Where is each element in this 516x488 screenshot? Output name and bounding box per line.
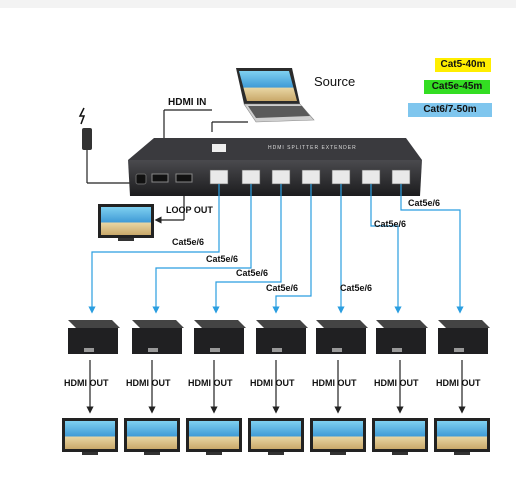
monitor-5-icon bbox=[310, 418, 366, 455]
loop-out-label: LOOP OUT bbox=[166, 205, 213, 215]
monitor-7-icon bbox=[434, 418, 490, 455]
cable-label-5: Cat5e/6 bbox=[340, 283, 373, 293]
monitor-1-icon bbox=[62, 418, 118, 455]
loop-out-monitor-icon bbox=[98, 204, 154, 241]
hdmi-out-label-6: HDMI OUT bbox=[374, 378, 419, 388]
receiver-units bbox=[68, 320, 490, 354]
hdmi-out-label-1: HDMI OUT bbox=[64, 378, 109, 388]
receiver-1 bbox=[68, 320, 120, 354]
power-adapter-icon bbox=[78, 107, 132, 184]
top-strip bbox=[0, 0, 516, 8]
cable-label-3: Cat5e/6 bbox=[236, 268, 269, 278]
hdmi-out-label-4: HDMI OUT bbox=[250, 378, 295, 388]
source-label: Source bbox=[314, 74, 356, 89]
receiver-3 bbox=[194, 320, 246, 354]
hdmi-in-label: HDMI IN bbox=[168, 97, 207, 108]
hdmi-out-label-2: HDMI OUT bbox=[126, 378, 171, 388]
brand-logo-icon bbox=[212, 144, 226, 152]
legend-cat5: Cat5-40m bbox=[435, 58, 491, 72]
hdmi-out-label-3: HDMI OUT bbox=[188, 378, 233, 388]
monitor-2-icon bbox=[124, 418, 180, 455]
cable-label-2: Cat5e/6 bbox=[206, 254, 239, 264]
cable-label-4: Cat5e/6 bbox=[266, 283, 299, 293]
receiver-2 bbox=[132, 320, 184, 354]
splitter-device bbox=[128, 138, 422, 196]
hdmi-out-label-7: HDMI OUT bbox=[436, 378, 481, 388]
device-name-label: HDMI SPLITTER EXTENDER bbox=[268, 145, 357, 151]
monitor-3-icon bbox=[186, 418, 242, 455]
monitor-4-icon bbox=[248, 418, 304, 455]
legend-cat5e: Cat5e-45m bbox=[424, 80, 490, 94]
receiver-6 bbox=[376, 320, 428, 354]
cable-label-1: Cat5e/6 bbox=[172, 237, 205, 247]
hdmi-out-label-5: HDMI OUT bbox=[312, 378, 357, 388]
cable-label-7: Cat5e/6 bbox=[408, 198, 441, 208]
laptop-icon bbox=[236, 68, 315, 123]
receiver-5 bbox=[316, 320, 368, 354]
output-monitors bbox=[62, 418, 490, 455]
receiver-4 bbox=[256, 320, 308, 354]
receiver-7 bbox=[438, 320, 490, 354]
monitor-6-icon bbox=[372, 418, 428, 455]
legend-cat6-7: Cat6/7-50m bbox=[408, 103, 492, 117]
cable-label-6: Cat5e/6 bbox=[374, 219, 407, 229]
